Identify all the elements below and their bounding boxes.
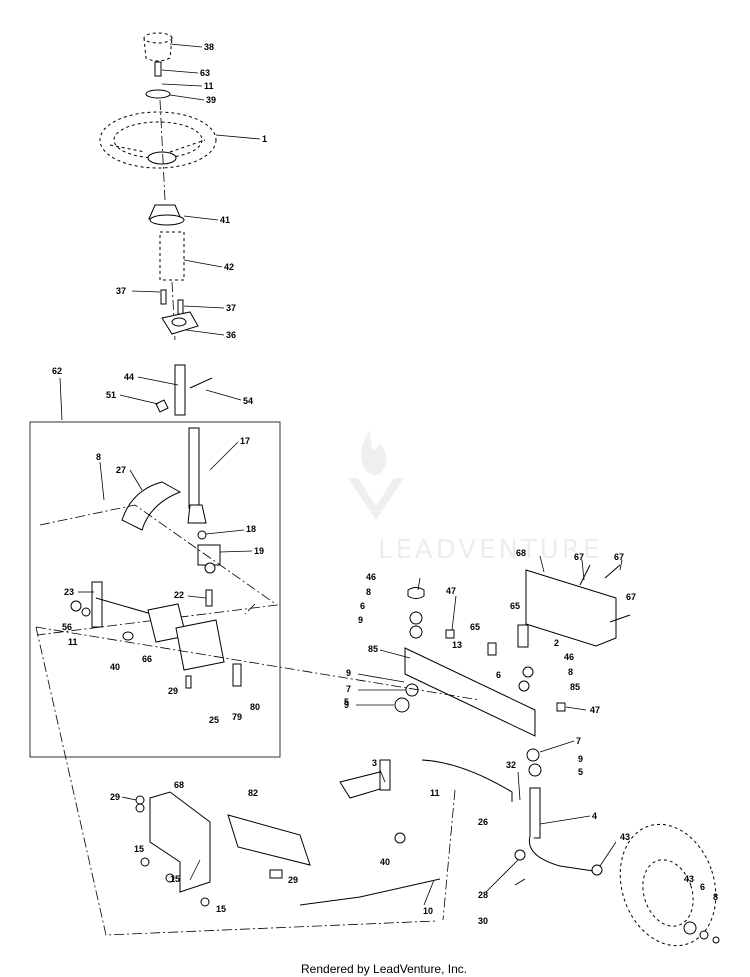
gearbox-subassembly-frame xyxy=(29,421,281,758)
callout: 47 xyxy=(590,705,600,715)
callout: 54 xyxy=(243,396,253,406)
callout: 8 xyxy=(568,667,573,677)
callout: 56 xyxy=(62,622,72,632)
callout: 6 xyxy=(700,882,705,892)
watermark-text: LEADVENTURE xyxy=(378,535,602,565)
steering-assembly xyxy=(99,32,217,416)
callout: 29 xyxy=(288,875,298,885)
callout: 26 xyxy=(478,817,488,827)
callout: 40 xyxy=(380,857,390,867)
callout: 8 xyxy=(96,452,101,462)
guide-line-right xyxy=(442,789,456,921)
front-wheel xyxy=(591,823,720,947)
callout: 46 xyxy=(564,652,574,662)
callout: 37 xyxy=(226,303,236,313)
callout: 27 xyxy=(116,465,126,475)
callout: 29 xyxy=(110,792,120,802)
leadventure-logo-watermark: LEADVENTURE xyxy=(348,430,602,565)
callout: 85 xyxy=(368,644,378,654)
callout: 28 xyxy=(478,890,488,900)
callout: 15 xyxy=(216,904,226,914)
callout: 44 xyxy=(124,372,134,382)
callout: 36 xyxy=(226,330,236,340)
callout: 25 xyxy=(209,715,219,725)
callout: 17 xyxy=(240,436,250,446)
callout: 66 xyxy=(142,654,152,664)
callout: 43 xyxy=(620,832,630,842)
callout: 8 xyxy=(366,587,371,597)
callout: 1 xyxy=(262,134,267,144)
callout: 62 xyxy=(52,366,62,376)
callout: 8 xyxy=(713,892,718,902)
callout: 23 xyxy=(64,587,74,597)
footer-credit: Rendered by LeadVenture, Inc. xyxy=(301,962,467,976)
callout: 43 xyxy=(684,874,694,884)
callout: 4 xyxy=(592,811,597,821)
guide-line-left xyxy=(35,626,437,936)
callout: 47 xyxy=(446,586,456,596)
callout: 7 xyxy=(346,684,351,694)
callout: 65 xyxy=(470,622,480,632)
callout: 38 xyxy=(204,42,214,52)
callout: 18 xyxy=(246,524,256,534)
callout: 63 xyxy=(200,68,210,78)
callout: 30 xyxy=(478,916,488,926)
callout: 51 xyxy=(106,390,116,400)
callout: 67 xyxy=(626,592,636,602)
callout: 80 xyxy=(250,702,260,712)
callout: 46 xyxy=(366,572,376,582)
callout: 5 xyxy=(578,767,583,777)
callout: 13 xyxy=(452,640,462,650)
gearbox-parts xyxy=(36,427,279,689)
callout: 5 xyxy=(344,697,349,707)
front-axle-assembly xyxy=(35,564,631,886)
callout: 85 xyxy=(570,682,580,692)
callout: 7 xyxy=(576,736,581,746)
callout: 40 xyxy=(110,662,120,672)
callout: 11 xyxy=(430,788,440,798)
callout: 65 xyxy=(510,601,520,611)
callout: 9 xyxy=(578,754,583,764)
callout: 79 xyxy=(232,712,242,722)
callout: 22 xyxy=(174,590,184,600)
callout: 11 xyxy=(204,81,214,91)
callout: 29 xyxy=(168,686,178,696)
callout: 32 xyxy=(506,760,516,770)
callout: 19 xyxy=(254,546,264,556)
callout: 15 xyxy=(170,874,180,884)
callout-labels: 38 63 11 39 1 41 42 37 37 36 44 54 51 62… xyxy=(52,42,718,926)
callout: 82 xyxy=(248,788,258,798)
callout: 68 xyxy=(516,548,526,558)
callout: 67 xyxy=(574,552,584,562)
callout: 39 xyxy=(206,95,216,105)
callout: 9 xyxy=(344,700,349,710)
callout: 2 xyxy=(554,638,559,648)
lower-brackets xyxy=(135,791,441,907)
callout: 9 xyxy=(358,615,363,625)
callout: 6 xyxy=(360,601,365,611)
callout: 10 xyxy=(423,906,433,916)
callout: 6 xyxy=(496,670,501,680)
callout: 67 xyxy=(614,552,624,562)
leader-lines xyxy=(78,43,623,906)
callout: 37 xyxy=(116,286,126,296)
callout: 41 xyxy=(220,215,230,225)
callout: 15 xyxy=(134,844,144,854)
callout: 42 xyxy=(224,262,234,272)
callout: 11 xyxy=(68,637,78,647)
callout: 68 xyxy=(174,780,184,790)
callout: 9 xyxy=(346,668,351,678)
callout: 3 xyxy=(372,758,377,768)
